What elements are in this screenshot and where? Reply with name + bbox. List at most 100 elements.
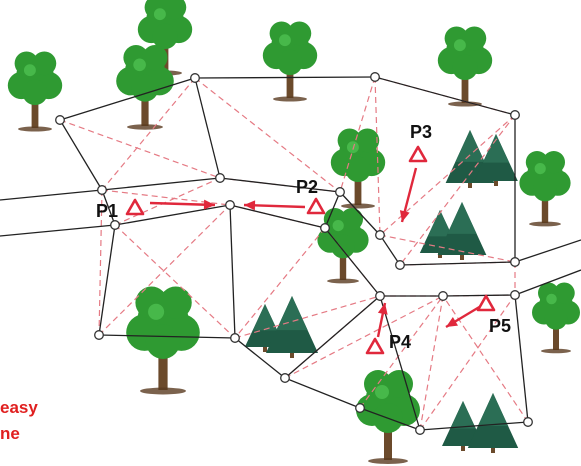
conifer-tree-icon <box>467 393 519 453</box>
solid-edge <box>101 189 116 226</box>
network-node <box>375 291 385 301</box>
dashed-edge <box>114 177 221 226</box>
network-node <box>370 72 380 82</box>
network-node <box>94 330 104 340</box>
solid-edge <box>324 227 381 297</box>
dashed-edge <box>234 227 326 339</box>
point-p4-label: P4 <box>389 332 411 352</box>
solid-edge <box>59 119 103 191</box>
solid-edge <box>514 269 581 296</box>
point-p1-label: P1 <box>96 201 118 221</box>
deciduous-tree-icon <box>262 21 318 102</box>
network-node <box>395 260 405 270</box>
solid-edge <box>514 294 529 423</box>
solid-edge <box>419 421 529 431</box>
deciduous-tree-icon <box>7 51 63 132</box>
direction-arrow <box>149 199 216 210</box>
solid-edge <box>0 224 116 237</box>
point-p2: P2 <box>296 177 326 215</box>
solid-edge <box>284 377 361 409</box>
solid-edge <box>59 77 196 121</box>
corner-text-line-2: ne <box>0 424 20 443</box>
network-node <box>415 425 425 435</box>
network-node <box>230 333 240 343</box>
deciduous-tree-icon <box>532 282 580 354</box>
point-p3: P3 <box>408 122 432 163</box>
solid-edge <box>324 191 341 229</box>
solid-edge <box>442 294 516 297</box>
solid-edge <box>101 177 221 191</box>
solid-edge <box>284 295 381 379</box>
network-node <box>190 73 200 83</box>
dashed-edge <box>419 294 516 431</box>
solid-edge <box>339 191 381 236</box>
dashed-edge <box>234 295 381 339</box>
solid-edge <box>229 204 236 339</box>
deciduous-tree-icon <box>437 26 493 107</box>
solid-edge <box>374 76 516 116</box>
solid-edge <box>114 204 231 226</box>
dashed-edge <box>359 295 444 409</box>
triangle-marker-icon <box>408 145 428 163</box>
solid-edge <box>219 177 341 193</box>
solid-edge <box>359 407 421 431</box>
solid-edge <box>98 224 116 336</box>
dashed-edge <box>98 189 103 336</box>
network-node <box>510 290 520 300</box>
dashed-edge <box>98 204 231 336</box>
solid-edge <box>234 337 286 379</box>
solid-edge <box>514 239 581 263</box>
network-node <box>375 230 385 240</box>
deciduous-tree-icon <box>356 370 420 464</box>
point-p1: P1 <box>96 198 145 221</box>
deciduous-tree-icon <box>330 128 386 209</box>
arrow-layer <box>149 167 482 338</box>
dashed-edge <box>101 77 196 191</box>
triangle-marker-icon <box>365 337 385 355</box>
point-p4: P4 <box>365 332 411 355</box>
network-node <box>438 291 448 301</box>
network-node <box>335 187 345 197</box>
solid-edge <box>0 189 103 201</box>
network-node <box>320 223 330 233</box>
point-p3-label: P3 <box>410 122 432 142</box>
network-node <box>280 373 290 383</box>
network-node <box>510 257 520 267</box>
network-node <box>225 200 235 210</box>
dashed-edge <box>194 77 341 193</box>
point-p5-label: P5 <box>489 316 511 336</box>
network-node <box>97 185 107 195</box>
solid-edge <box>229 204 326 229</box>
solid-edge-layer <box>0 76 581 431</box>
corner-text-line-1: easy <box>0 398 38 417</box>
deciduous-tree-icon <box>519 151 571 227</box>
triangle-marker-icon <box>476 294 496 312</box>
point-p2-label: P2 <box>296 177 318 197</box>
deciduous-tree-icon <box>116 45 174 130</box>
network-node <box>55 115 65 125</box>
dashed-edge <box>379 234 516 263</box>
conifer-tree-icon <box>265 296 319 358</box>
node-layer <box>55 72 533 435</box>
direction-arrow <box>399 167 418 223</box>
dashed-edge <box>399 114 516 266</box>
dashed-edge <box>114 224 236 339</box>
solid-edge <box>399 261 516 266</box>
conifer-tree-icon <box>474 134 518 186</box>
network-node <box>110 220 120 230</box>
solid-edge <box>194 77 221 179</box>
solid-edge <box>379 234 401 266</box>
conifer-tree-icon <box>437 202 487 260</box>
direction-arrow <box>243 200 306 211</box>
network-node <box>355 403 365 413</box>
dashed-edge <box>374 76 381 236</box>
deciduous-tree-icon <box>126 286 200 395</box>
dashed-edge <box>101 189 231 206</box>
network-node <box>510 110 520 120</box>
deciduous-tree-icon <box>137 0 193 76</box>
solid-edge <box>194 76 376 79</box>
conifer-tree-icon <box>442 401 484 451</box>
direction-arrow <box>445 304 482 329</box>
network-node <box>215 173 225 183</box>
